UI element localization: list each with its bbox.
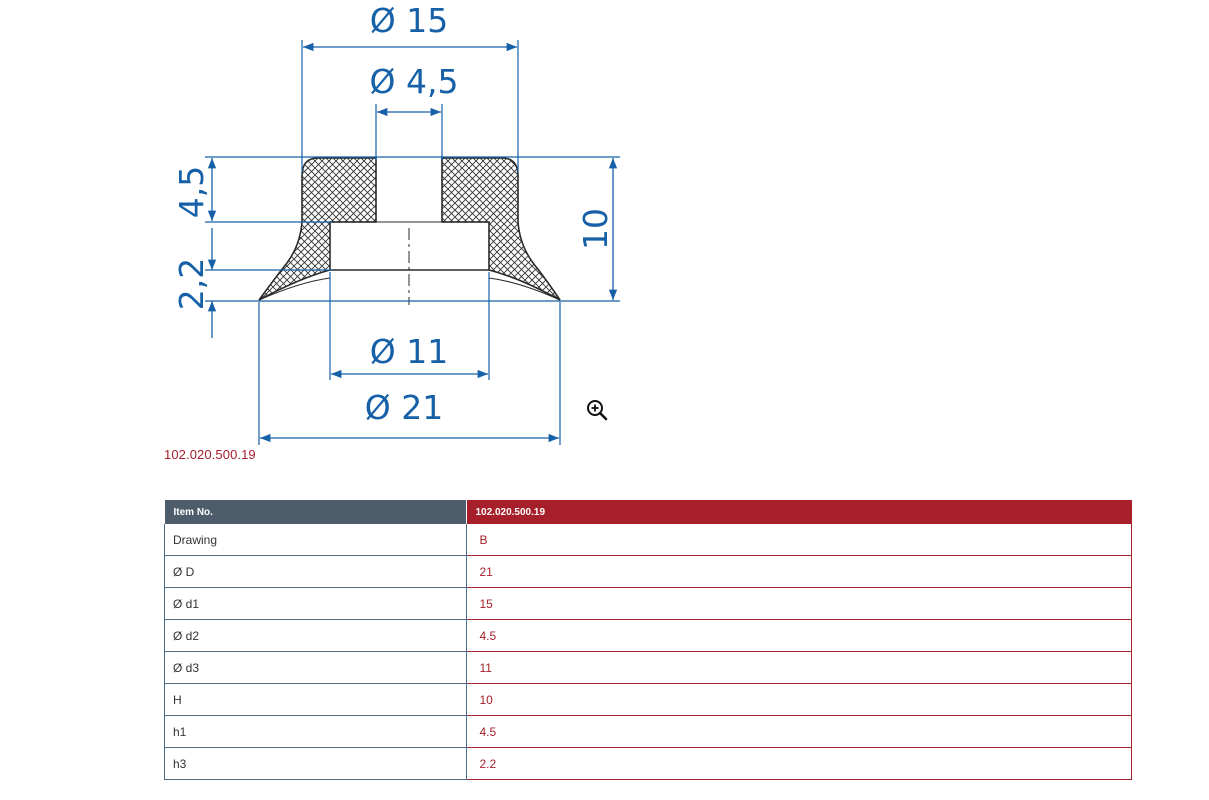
row-value: 10 bbox=[466, 683, 1132, 716]
row-value: 2.2 bbox=[466, 747, 1132, 780]
row-value: 11 bbox=[466, 651, 1132, 684]
row-value: 15 bbox=[466, 587, 1132, 620]
dim-d3-label: Ø 11 bbox=[370, 332, 448, 371]
zoom-in-icon[interactable] bbox=[585, 398, 609, 422]
table-row: h1 4.5 bbox=[164, 715, 1132, 748]
part-section bbox=[258, 157, 561, 305]
table-row: H 10 bbox=[164, 683, 1132, 716]
table-row: Ø d1 15 bbox=[164, 587, 1132, 620]
row-value: 21 bbox=[466, 555, 1132, 588]
row-label: H bbox=[164, 683, 467, 716]
table-row: Ø d2 4.5 bbox=[164, 619, 1132, 652]
dimension-lines bbox=[207, 42, 618, 443]
table-header-row: Item No. 102.020.500.19 bbox=[164, 500, 1132, 524]
table-row: Ø d3 11 bbox=[164, 651, 1132, 684]
dim-h3-label: 2,2 bbox=[172, 258, 211, 310]
row-value: 4.5 bbox=[466, 619, 1132, 652]
dim-d1-label: Ø 15 bbox=[370, 1, 448, 40]
technical-drawing: Ø 15 Ø 4,5 Ø 11 Ø 21 10 4,5 2,2 bbox=[0, 0, 660, 450]
drawing-svg: Ø 15 Ø 4,5 Ø 11 Ø 21 10 4,5 2,2 bbox=[172, 1, 620, 445]
row-label: h1 bbox=[164, 715, 467, 748]
row-label: Ø d2 bbox=[164, 619, 467, 652]
table-row: Drawing B bbox=[164, 524, 1132, 556]
row-label: Drawing bbox=[164, 524, 467, 556]
spec-table: Item No. 102.020.500.19 Drawing B Ø D 21… bbox=[164, 500, 1132, 780]
table-row: h3 2.2 bbox=[164, 747, 1132, 780]
dim-d2-label: Ø 4,5 bbox=[370, 62, 459, 101]
table-row: Ø D 21 bbox=[164, 555, 1132, 588]
dim-H-label: 10 bbox=[576, 208, 615, 250]
row-label: Ø D bbox=[164, 555, 467, 588]
row-value: B bbox=[466, 524, 1132, 556]
row-label: Ø d3 bbox=[164, 651, 467, 684]
extension-lines bbox=[205, 40, 620, 445]
header-item-no: Item No. bbox=[164, 500, 467, 524]
drawing-caption: 102.020.500.19 bbox=[164, 447, 256, 462]
row-label: Ø d1 bbox=[164, 587, 467, 620]
header-item-value: 102.020.500.19 bbox=[466, 500, 1132, 524]
dim-D-label: Ø 21 bbox=[365, 388, 443, 427]
row-value: 4.5 bbox=[466, 715, 1132, 748]
row-label: h3 bbox=[164, 747, 467, 780]
dim-h1-label: 4,5 bbox=[172, 166, 211, 218]
